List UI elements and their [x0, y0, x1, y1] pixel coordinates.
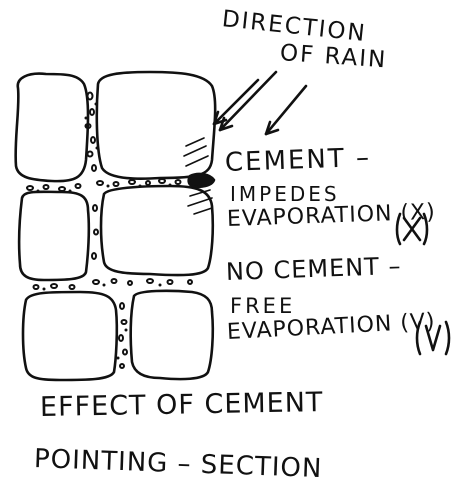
rain-arrow-2	[220, 72, 276, 130]
cement-label-line1: CEMENT –	[225, 145, 372, 176]
nocement-label-line2: FREE	[230, 296, 295, 317]
stone-middle-left	[19, 192, 89, 280]
stone-middle-right	[101, 186, 213, 275]
cement-label-line2: IMPEDES	[230, 184, 340, 204]
rain-arrows	[214, 72, 306, 134]
nocement-label-line1: NO CEMENT –	[226, 254, 402, 284]
stone-top-left	[16, 74, 88, 182]
mortar-aggregate	[27, 93, 196, 369]
rain-arrow-1	[214, 80, 258, 124]
mortar-specks	[37, 103, 172, 360]
rain-arrow-3	[266, 86, 306, 134]
diagram-title-line1: EFFECT OF CEMENT	[40, 389, 324, 421]
cement-pointing-fill	[189, 174, 214, 187]
stone-bottom-left	[23, 292, 117, 380]
stone-bottom-right	[131, 291, 213, 379]
stone-top-right	[97, 72, 215, 179]
